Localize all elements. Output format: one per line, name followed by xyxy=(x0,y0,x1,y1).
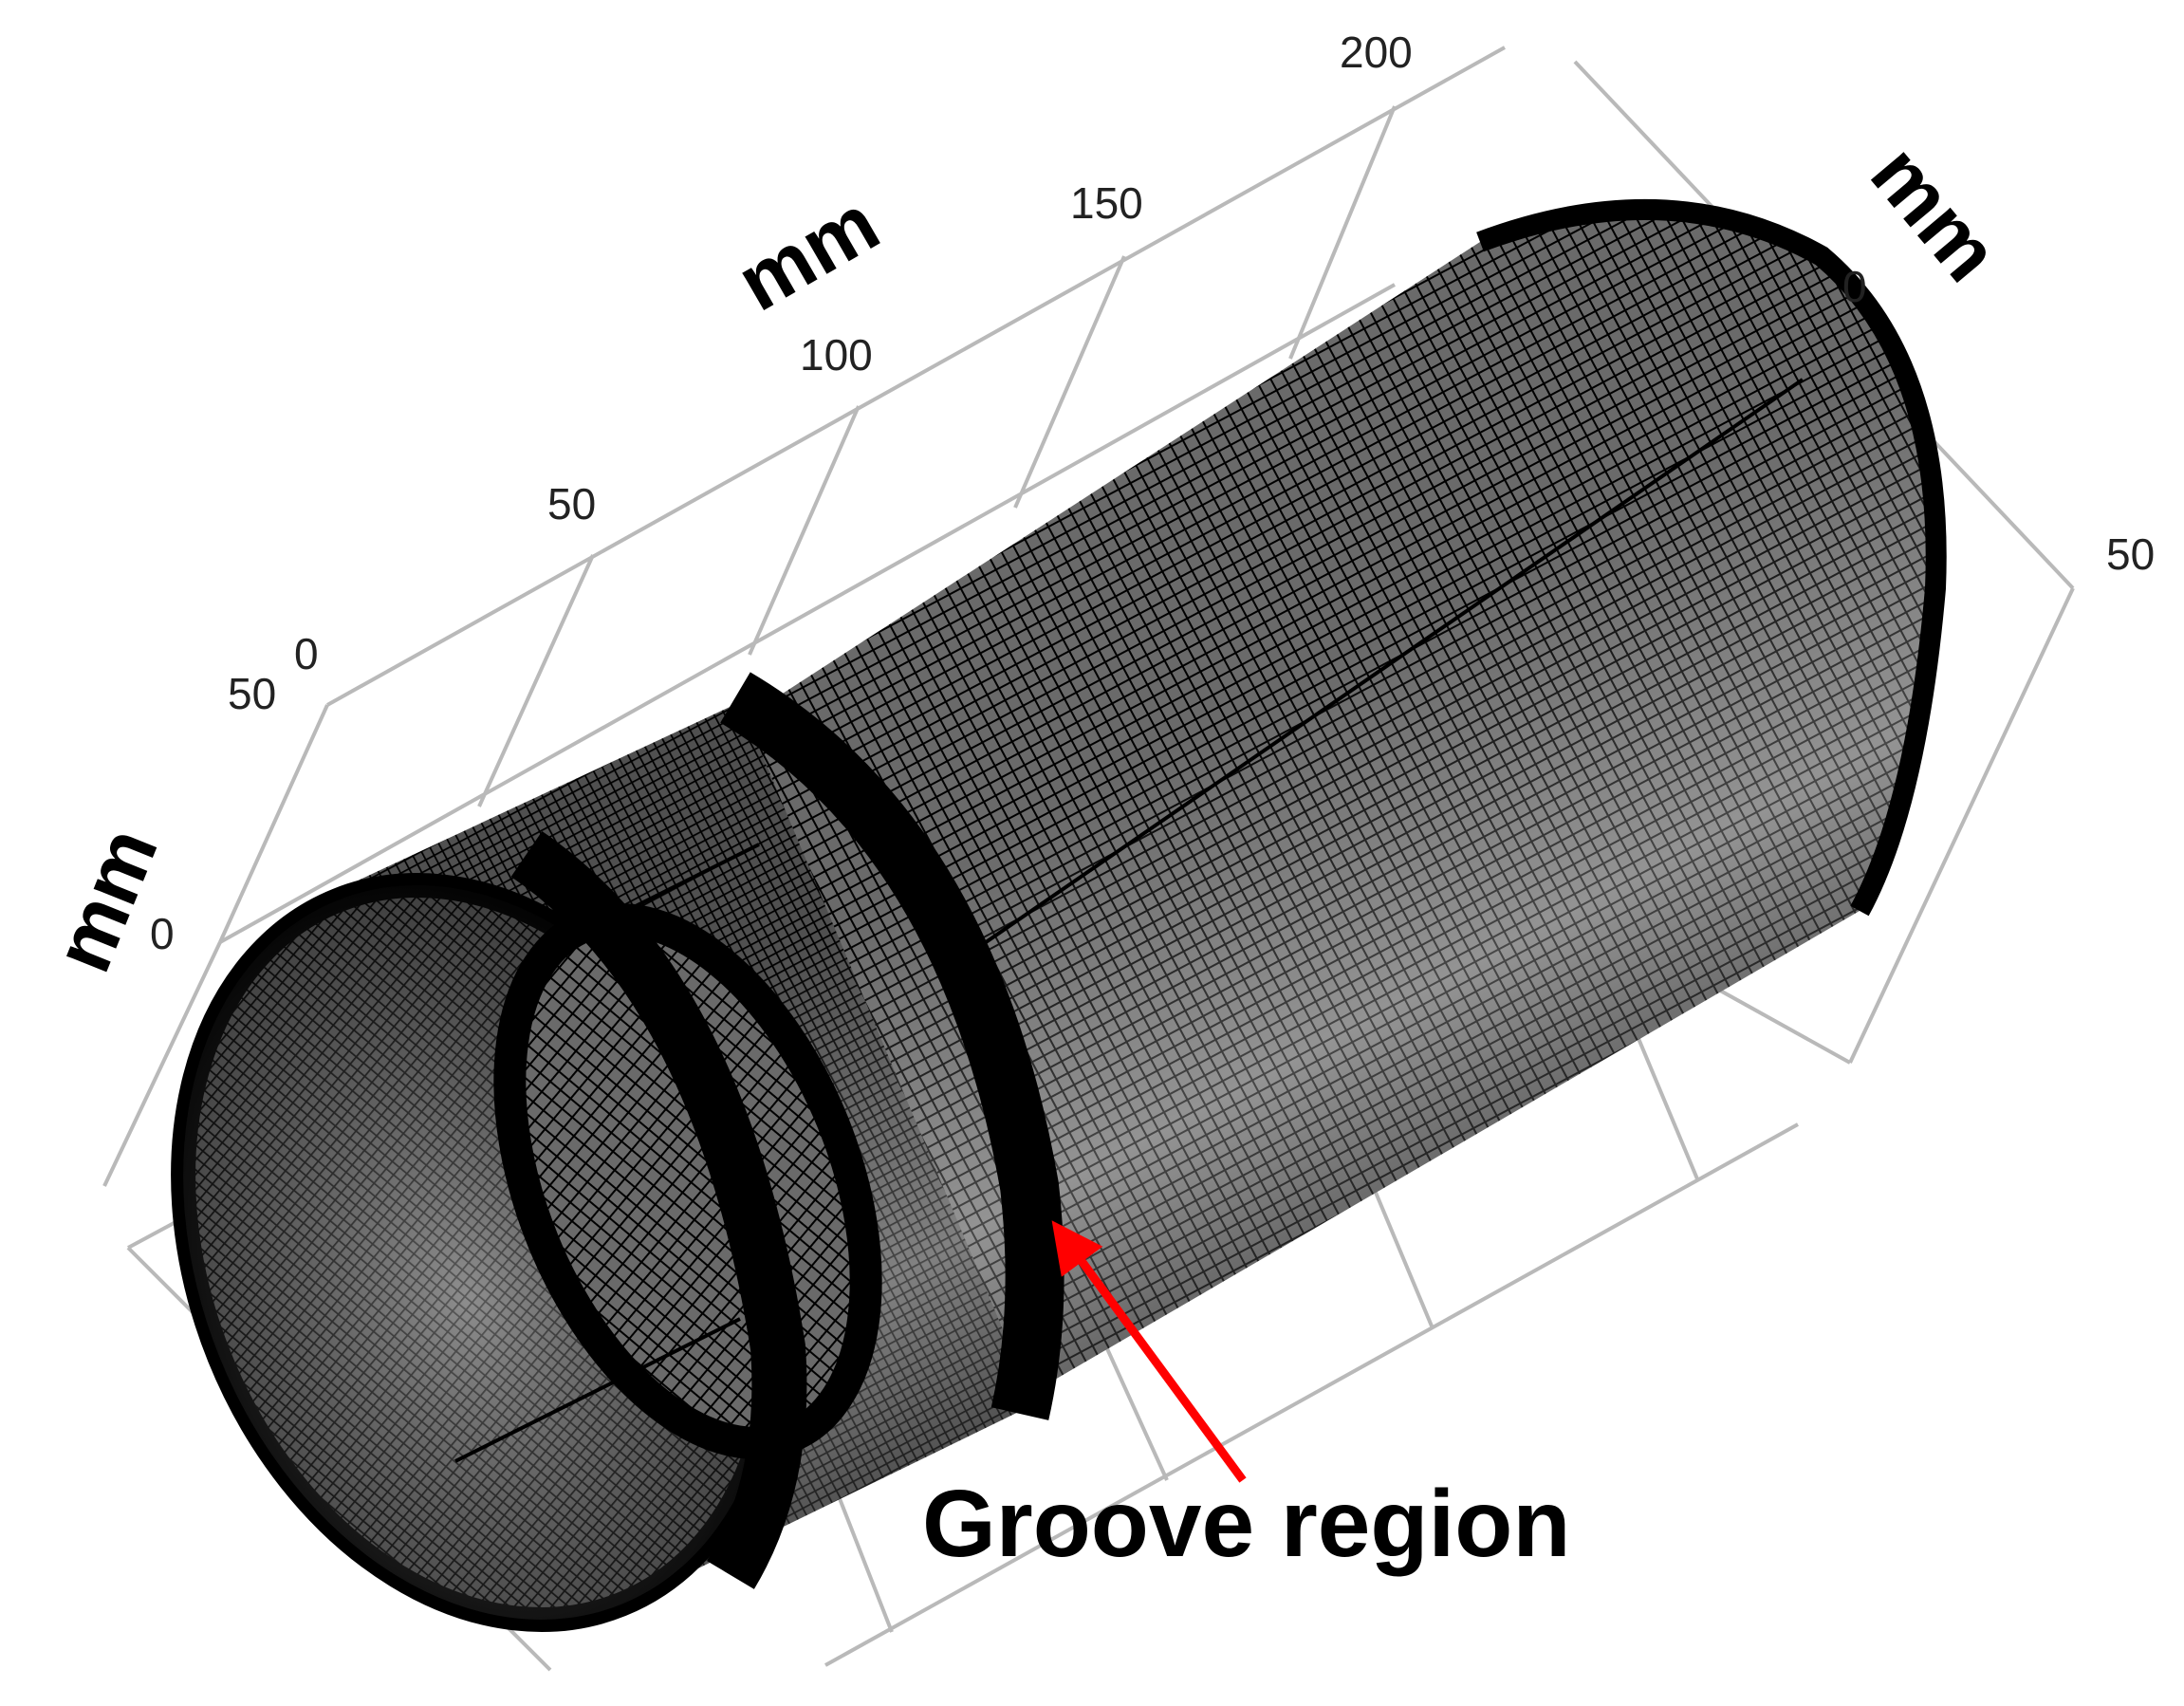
back-wall-top-edge-left xyxy=(218,704,329,943)
back-wall-gridline-50 xyxy=(477,554,595,807)
right-axis-tick-50: 50 xyxy=(2106,529,2155,579)
back-wall-mid-line xyxy=(219,283,1396,944)
mesh-seam-top xyxy=(947,378,1805,970)
back-wall-gridline-200 xyxy=(1288,105,1397,360)
top-axis-tick-0: 0 xyxy=(294,629,319,678)
tube-far-end-rim xyxy=(1476,198,1947,917)
back-wall-left-vertical xyxy=(102,941,222,1187)
mesh-seam-bottom xyxy=(454,1317,741,1463)
groove-ring-band xyxy=(510,831,807,1589)
top-axis-tick-100: 100 xyxy=(800,330,873,380)
top-axis-unit: mm xyxy=(723,177,894,329)
top-axis-tick-50: 50 xyxy=(547,479,596,528)
left-axis-tick-0: 0 xyxy=(150,909,175,958)
mesh-seam-left xyxy=(530,843,760,960)
back-wall-top-edge xyxy=(326,46,1506,707)
groove-outer-band xyxy=(720,672,1064,1420)
left-axis-unit: mm xyxy=(37,815,176,984)
right-axis-tick-0: 0 xyxy=(1842,262,1867,311)
top-axis-ticks: 0 50 100 150 200 xyxy=(294,28,1413,678)
floor-front-edge xyxy=(824,1122,1799,1667)
left-axis-ticks: 50 0 xyxy=(150,669,276,958)
back-wall-gridline-150 xyxy=(1013,255,1126,509)
right-wall-right xyxy=(1848,587,2075,1064)
groove-callout-arrow xyxy=(1051,1220,1247,1483)
groove-callout-label: Groove region xyxy=(922,1471,1570,1577)
top-axis-tick-150: 150 xyxy=(1070,178,1143,228)
right-axis-unit: mm xyxy=(1853,129,2016,299)
top-axis-tick-200: 200 xyxy=(1340,28,1413,77)
right-axis-ticks: 0 50 xyxy=(1842,262,2155,579)
cylinder-mesh xyxy=(171,198,1947,1632)
left-axis-tick-50: 50 xyxy=(228,669,276,718)
back-wall-gridline-100 xyxy=(748,405,861,656)
